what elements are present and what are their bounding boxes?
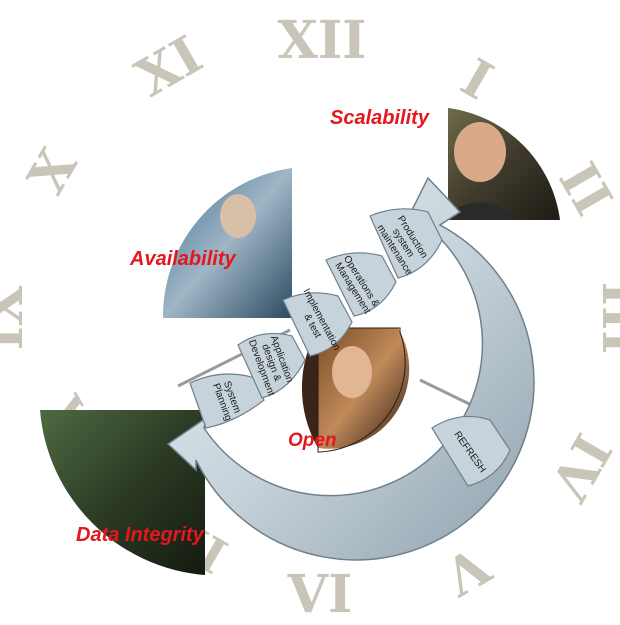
- numeral-x: X: [16, 138, 89, 204]
- numeral-iii: III: [590, 282, 620, 355]
- feature-availability: Availability: [129, 248, 236, 270]
- availability-photo-face: [220, 194, 256, 238]
- numeral-xi: XI: [126, 24, 213, 109]
- feature-data-integrity: Data Integrity: [76, 524, 205, 546]
- open-photo-face: [332, 346, 372, 398]
- availability-photo: [163, 168, 292, 318]
- numeral-i: I: [451, 47, 503, 112]
- scalability-photo-face: [454, 122, 506, 182]
- feature-scalability: Scalability: [330, 107, 430, 129]
- numeral-xii: XII: [278, 10, 367, 71]
- numeral-v: V: [433, 533, 501, 607]
- feature-open: Open: [288, 430, 337, 451]
- numeral-vi: VI: [287, 564, 353, 625]
- numeral-ix: IX: [0, 285, 35, 350]
- numeral-iv: IV: [537, 423, 620, 511]
